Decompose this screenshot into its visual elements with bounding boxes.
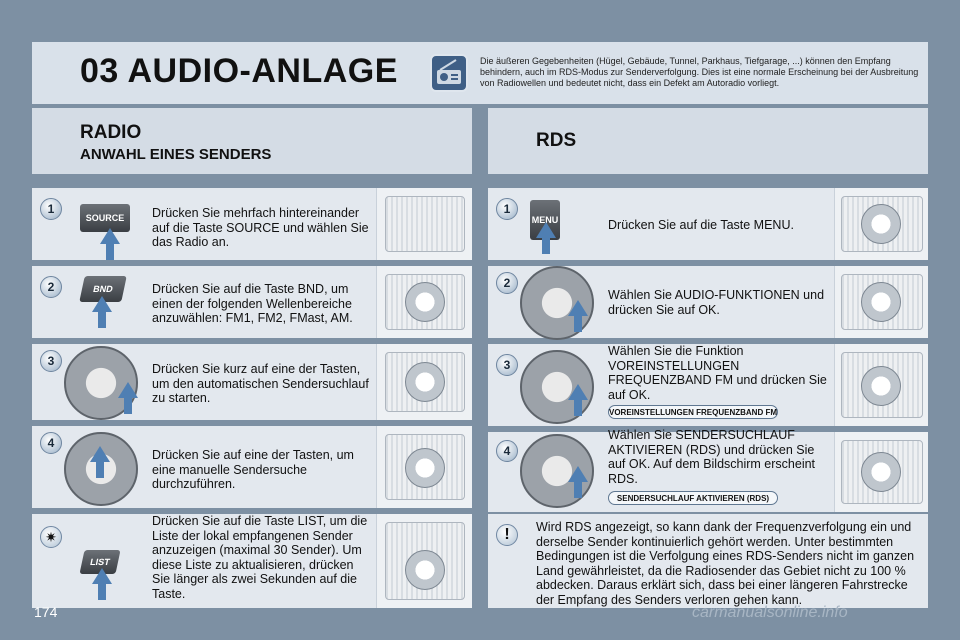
press-arrow-icon	[100, 228, 120, 244]
radio-unit-image	[376, 344, 472, 420]
ok-dial	[861, 366, 901, 406]
rds-step-1-text: Drücken Sie auf die Taste MENU.	[608, 218, 794, 232]
radio-unit-image	[376, 426, 472, 508]
ok-dial	[405, 448, 445, 488]
radio-unit-image	[834, 188, 928, 260]
menu-option-pill: SENDERSUCHLAUF AKTIVIEREN (RDS)	[608, 491, 778, 505]
press-arrow-icon	[536, 222, 556, 238]
source-key[interactable]: SOURCE	[80, 204, 130, 232]
watermark: carmanualsonline.info	[692, 604, 848, 621]
step-number: 3	[40, 350, 62, 372]
sun-tip-icon: ✷	[40, 526, 62, 548]
press-arrow-icon	[118, 382, 138, 398]
radio-unit-image	[834, 432, 928, 512]
radio-unit-image	[376, 266, 472, 338]
reception-note: Die äußeren Gegebenheiten (Hügel, Gebäud…	[480, 56, 919, 88]
page-title: 03 AUDIO-ANLAGE	[80, 52, 398, 90]
radio-step-2-text: Drücken Sie auf die Taste BND, um einen …	[152, 282, 353, 325]
radio-title: RADIO	[80, 122, 142, 143]
press-arrow-icon	[92, 568, 112, 584]
step-number: 1	[40, 198, 62, 220]
ok-dial	[405, 362, 445, 402]
radio-step-3-text: Drücken Sie kurz auf eine der Tasten, um…	[152, 362, 369, 405]
press-arrow-icon	[568, 300, 588, 316]
radio-antenna-icon	[430, 54, 468, 92]
press-arrow-stem	[542, 238, 550, 254]
press-arrow-stem	[574, 400, 582, 416]
rds-section-header	[488, 108, 928, 174]
exclamation-warning-icon: !	[496, 524, 518, 546]
press-arrow-icon	[92, 296, 112, 312]
radio-step-1-text: Drücken Sie mehrfach hintereinander auf …	[152, 206, 369, 249]
radio-unit-image	[834, 266, 928, 338]
ok-dial	[861, 452, 901, 492]
ok-dial	[861, 204, 901, 244]
rds-warning-box	[488, 514, 928, 608]
rds-title: RDS	[536, 130, 577, 151]
menu-option-pill: VOREINSTELLUNGEN FREQUENZBAND FM	[608, 405, 778, 419]
rds-step-4-text: Wählen Sie SENDERSUCHLAUF AKTIVIEREN (RD…	[608, 428, 816, 486]
step-number: 2	[496, 272, 518, 294]
press-arrow-stem	[98, 584, 106, 600]
rds-step-2-text: Wählen Sie AUDIO-FUNKTIONEN und drücken …	[608, 288, 825, 317]
press-arrow-stem	[574, 316, 582, 332]
radio-step-4-text: Drücken Sie auf eine der Tasten, um eine…	[152, 448, 354, 491]
press-arrow-icon	[568, 384, 588, 400]
press-arrow-icon	[568, 466, 588, 482]
press-arrow-stem	[98, 312, 106, 328]
rds-warning-text: Wird RDS angezeigt, so kann dank der Fre…	[536, 520, 915, 607]
page-number: 174	[34, 604, 58, 620]
rds-step-3-text: Wählen Sie die Funktion VOREINSTELLUNGEN…	[608, 344, 827, 402]
header-band	[32, 42, 928, 104]
press-arrow-icon	[90, 446, 110, 462]
press-arrow-stem	[106, 244, 114, 260]
radio-unit-image	[834, 344, 928, 426]
radio-unit-image	[376, 514, 472, 608]
ok-dial	[861, 282, 901, 322]
radio-subtitle: ANWAHL EINES SENDERS	[80, 146, 272, 163]
press-arrow-stem	[574, 482, 582, 498]
step-number: 1	[496, 198, 518, 220]
ok-dial	[405, 282, 445, 322]
radio-unit-image	[376, 188, 472, 260]
press-arrow-stem	[124, 398, 132, 414]
radio-panel	[385, 196, 465, 252]
press-arrow-stem	[96, 462, 104, 478]
step-number: 2	[40, 276, 62, 298]
step-number: 4	[40, 432, 62, 454]
ok-dial	[405, 550, 445, 590]
radio-list-tip-text: Drücken Sie auf die Taste LIST, um die L…	[152, 514, 368, 601]
radio-section-header	[32, 108, 472, 174]
step-number: 4	[496, 440, 518, 462]
step-number: 3	[496, 354, 518, 376]
